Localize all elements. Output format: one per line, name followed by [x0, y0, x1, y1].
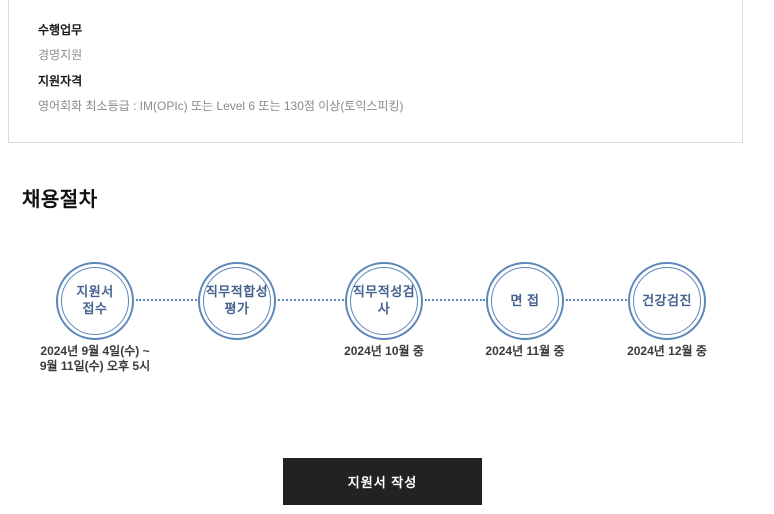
step-label: 직무적합성 평가	[205, 284, 269, 316]
step-circle-inner-ring: 직무적합성 평가	[203, 267, 271, 335]
tasks-label: 수행업무	[38, 23, 83, 37]
step-circle-suitability: 직무적합성 평가	[198, 262, 276, 340]
step-circle-health-check: 건강검진	[628, 262, 706, 340]
connector-line-4	[566, 299, 627, 301]
step-circle-inner-ring: 직무적성검사	[350, 267, 418, 335]
step-date-health-check: 2024년 12월 중	[627, 344, 707, 358]
step-circle-inner-ring: 지원서 접수	[61, 267, 129, 335]
tasks-value: 경영지원	[38, 48, 83, 62]
step-circle-inner-ring: 건강검진	[633, 267, 701, 335]
step-label: 건강검진	[642, 292, 692, 308]
connector-line-1	[136, 299, 197, 301]
step-circle-interview: 면 접	[486, 262, 564, 340]
step-circle-application: 지원서 접수	[56, 262, 134, 340]
step-date-interview: 2024년 11월 중	[485, 344, 565, 358]
step-date-aptitude-test: 2024년 10월 중	[344, 344, 424, 358]
qualification-label: 지원자격	[38, 74, 83, 88]
step-date-application: 2024년 9월 4일(수) ~ 9월 11일(수) 오후 5시	[39, 344, 151, 374]
job-info-box: 수행업무 경영지원 지원자격 영어회화 최소등급 : IM(OPIc) 또는 L…	[8, 0, 743, 143]
step-label: 면 접	[510, 292, 540, 308]
step-circle-inner-ring: 면 접	[491, 267, 559, 335]
qualification-value: 영어회화 최소등급 : IM(OPIc) 또는 Level 6 또는 130점 …	[38, 99, 404, 113]
page-title: 채용절차	[22, 189, 98, 211]
step-label: 지원서 접수	[76, 284, 114, 316]
connector-line-2	[278, 299, 344, 301]
apply-button[interactable]: 지원서 작성	[283, 458, 482, 505]
step-circle-aptitude-test: 직무적성검사	[345, 262, 423, 340]
step-label: 직무적성검사	[352, 284, 416, 316]
connector-line-3	[425, 299, 485, 301]
